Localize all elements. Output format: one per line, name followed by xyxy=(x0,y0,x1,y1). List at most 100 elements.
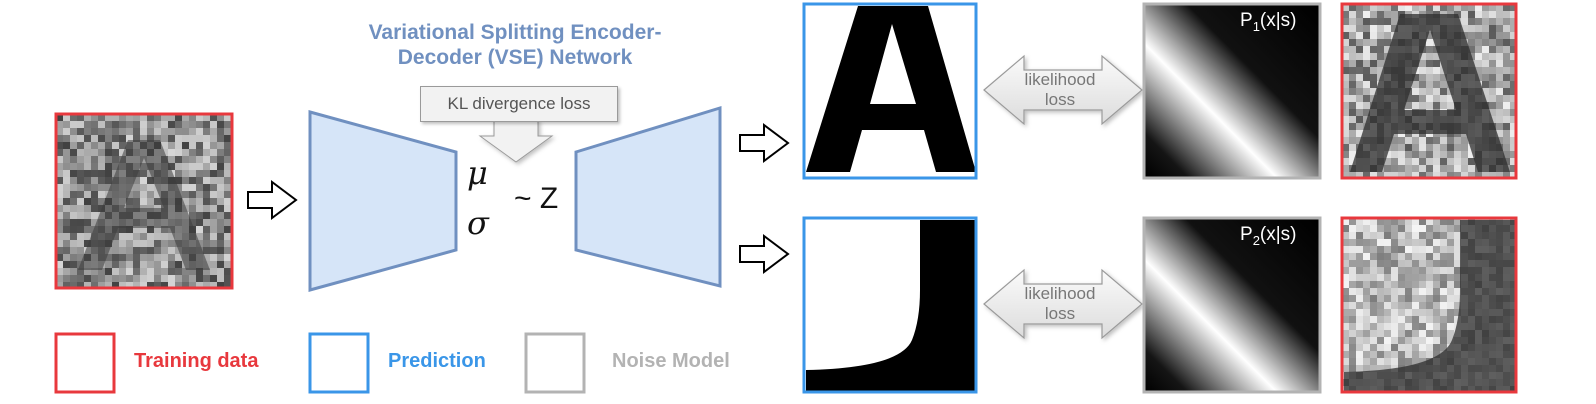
noise-pixel xyxy=(1510,67,1516,74)
noise-pixel xyxy=(1349,344,1356,351)
noise-pixel xyxy=(84,142,91,149)
noise-pixel xyxy=(1342,225,1349,232)
noise-pixel xyxy=(1384,351,1391,358)
noise-pixel xyxy=(70,247,77,254)
noise-pixel xyxy=(1398,330,1405,337)
noise-pixel xyxy=(1384,295,1391,302)
noise-pixel xyxy=(1356,46,1363,53)
likelihood-word-2: likelihood xyxy=(1024,284,1096,303)
noise-pixel xyxy=(154,198,161,205)
noise-pixel xyxy=(1370,81,1377,88)
noise-pixel xyxy=(1433,151,1440,158)
noise-pixel xyxy=(1482,81,1489,88)
noise-pixel xyxy=(1405,246,1412,253)
noise-pixel xyxy=(77,135,84,142)
noise-pixel xyxy=(154,254,161,261)
noise-pixel xyxy=(1454,246,1461,253)
noise-pixel xyxy=(91,128,98,135)
noise-pixel xyxy=(1482,39,1489,46)
noise-pixel xyxy=(1370,302,1377,309)
noise-pixel xyxy=(1349,246,1356,253)
noise-pixel xyxy=(1377,4,1384,11)
noise-pixel xyxy=(1342,358,1349,365)
noise-pixel xyxy=(133,198,140,205)
noise-pixel xyxy=(70,149,77,156)
noise-pixel xyxy=(1440,302,1447,309)
noise-pixel xyxy=(1419,137,1426,144)
noise-pixel xyxy=(56,282,63,288)
noise-pixel xyxy=(63,184,70,191)
noise-pixel xyxy=(1475,172,1482,178)
noise-pixel xyxy=(1433,267,1440,274)
mu-symbol: μ xyxy=(467,154,488,192)
noise-pixel xyxy=(112,142,119,149)
noise-pixel xyxy=(1349,25,1356,32)
noise-pixel xyxy=(1510,151,1516,158)
noise-pixel xyxy=(1356,351,1363,358)
noise-pixel xyxy=(1356,302,1363,309)
noise-pixel xyxy=(210,128,217,135)
noise-pixel xyxy=(112,240,119,247)
noise-pixel xyxy=(1398,137,1405,144)
noise-pixel xyxy=(140,191,147,198)
noise-pixel xyxy=(210,135,217,142)
noise-pixel xyxy=(175,261,182,268)
noise-pixel xyxy=(1447,253,1454,260)
noise-pixel xyxy=(1468,25,1475,32)
noise-pixel xyxy=(1426,60,1433,67)
noise-pixel xyxy=(1503,88,1510,95)
noise-pixel xyxy=(1342,165,1349,172)
noise-pixel xyxy=(105,156,112,163)
noise-pixel xyxy=(1384,274,1391,281)
noise-pixel xyxy=(77,247,84,254)
noise-pixel xyxy=(224,128,231,135)
noise-pixel xyxy=(1433,260,1440,267)
noise-pixel xyxy=(1503,151,1510,158)
noise-pixel xyxy=(1398,253,1405,260)
noise-pixel xyxy=(1503,74,1510,81)
noise-pixel xyxy=(1489,172,1496,178)
noise-pixel xyxy=(182,121,189,128)
noise-pixel xyxy=(1461,137,1468,144)
noise-pixel xyxy=(140,156,147,163)
noise-pixel xyxy=(126,268,133,275)
noise-pixel xyxy=(1356,365,1363,372)
noise-pixel xyxy=(77,198,84,205)
noise-pixel xyxy=(77,177,84,184)
noise-pixel xyxy=(1440,239,1447,246)
noise-pixel xyxy=(1419,323,1426,330)
noise-pixel xyxy=(1349,172,1356,178)
noise-pixel xyxy=(1475,39,1482,46)
noise-pixel xyxy=(1419,253,1426,260)
noise-pixel xyxy=(203,121,210,128)
noise-pixel xyxy=(154,275,161,282)
noise-pixel xyxy=(1412,274,1419,281)
training-frame-j xyxy=(1340,216,1518,394)
noise-pixel xyxy=(1342,60,1349,67)
noise-pixel xyxy=(1342,109,1349,116)
noise-pixel xyxy=(196,177,203,184)
noise-pixel xyxy=(1447,323,1454,330)
noise-pixel xyxy=(1440,337,1447,344)
noise-pixel xyxy=(63,149,70,156)
noise-pixel xyxy=(91,114,98,121)
noise-pixel xyxy=(1342,95,1349,102)
noise-pixel xyxy=(98,282,105,288)
noise-pixel xyxy=(224,226,231,233)
noise-pixel xyxy=(1377,172,1384,178)
noise-pixel xyxy=(1384,288,1391,295)
noise-pixel xyxy=(210,114,217,121)
noise-pixel xyxy=(56,254,63,261)
noise-pixel xyxy=(91,205,98,212)
noise-pixel xyxy=(1342,344,1349,351)
noise-pixel xyxy=(1433,144,1440,151)
noise-pixel xyxy=(1419,60,1426,67)
noise-pixel xyxy=(1377,288,1384,295)
noise-pixel xyxy=(1377,232,1384,239)
noise-pixel xyxy=(1363,344,1370,351)
noise-pixel xyxy=(91,219,98,226)
noise-pixel xyxy=(1398,232,1405,239)
noise-pixel xyxy=(119,149,126,156)
noise-pixel xyxy=(1503,46,1510,53)
noise-pixel xyxy=(119,240,126,247)
